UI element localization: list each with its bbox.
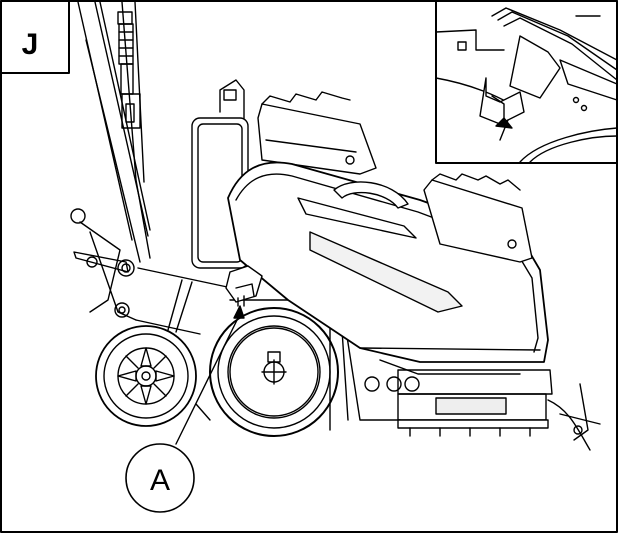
- step-label: J: [22, 28, 39, 61]
- base-plate: [397, 369, 553, 437]
- main-shroud: [227, 161, 549, 375]
- callout-leader: [175, 305, 245, 445]
- hose-connector: [117, 11, 141, 129]
- step-label-box: J: [0, 0, 70, 74]
- lever-arm: [70, 208, 233, 335]
- right-box: [423, 173, 533, 263]
- callout-bubble: A: [125, 443, 195, 513]
- latch: [225, 265, 263, 307]
- handle-frame: [77, 1, 151, 263]
- large-wheel: [209, 307, 339, 437]
- callout-label: A: [150, 464, 170, 497]
- detail-inset: [435, 0, 618, 164]
- top-cover: [257, 91, 377, 175]
- strap: [547, 383, 601, 451]
- handle-grip: [333, 181, 409, 209]
- small-wheel: [95, 325, 197, 427]
